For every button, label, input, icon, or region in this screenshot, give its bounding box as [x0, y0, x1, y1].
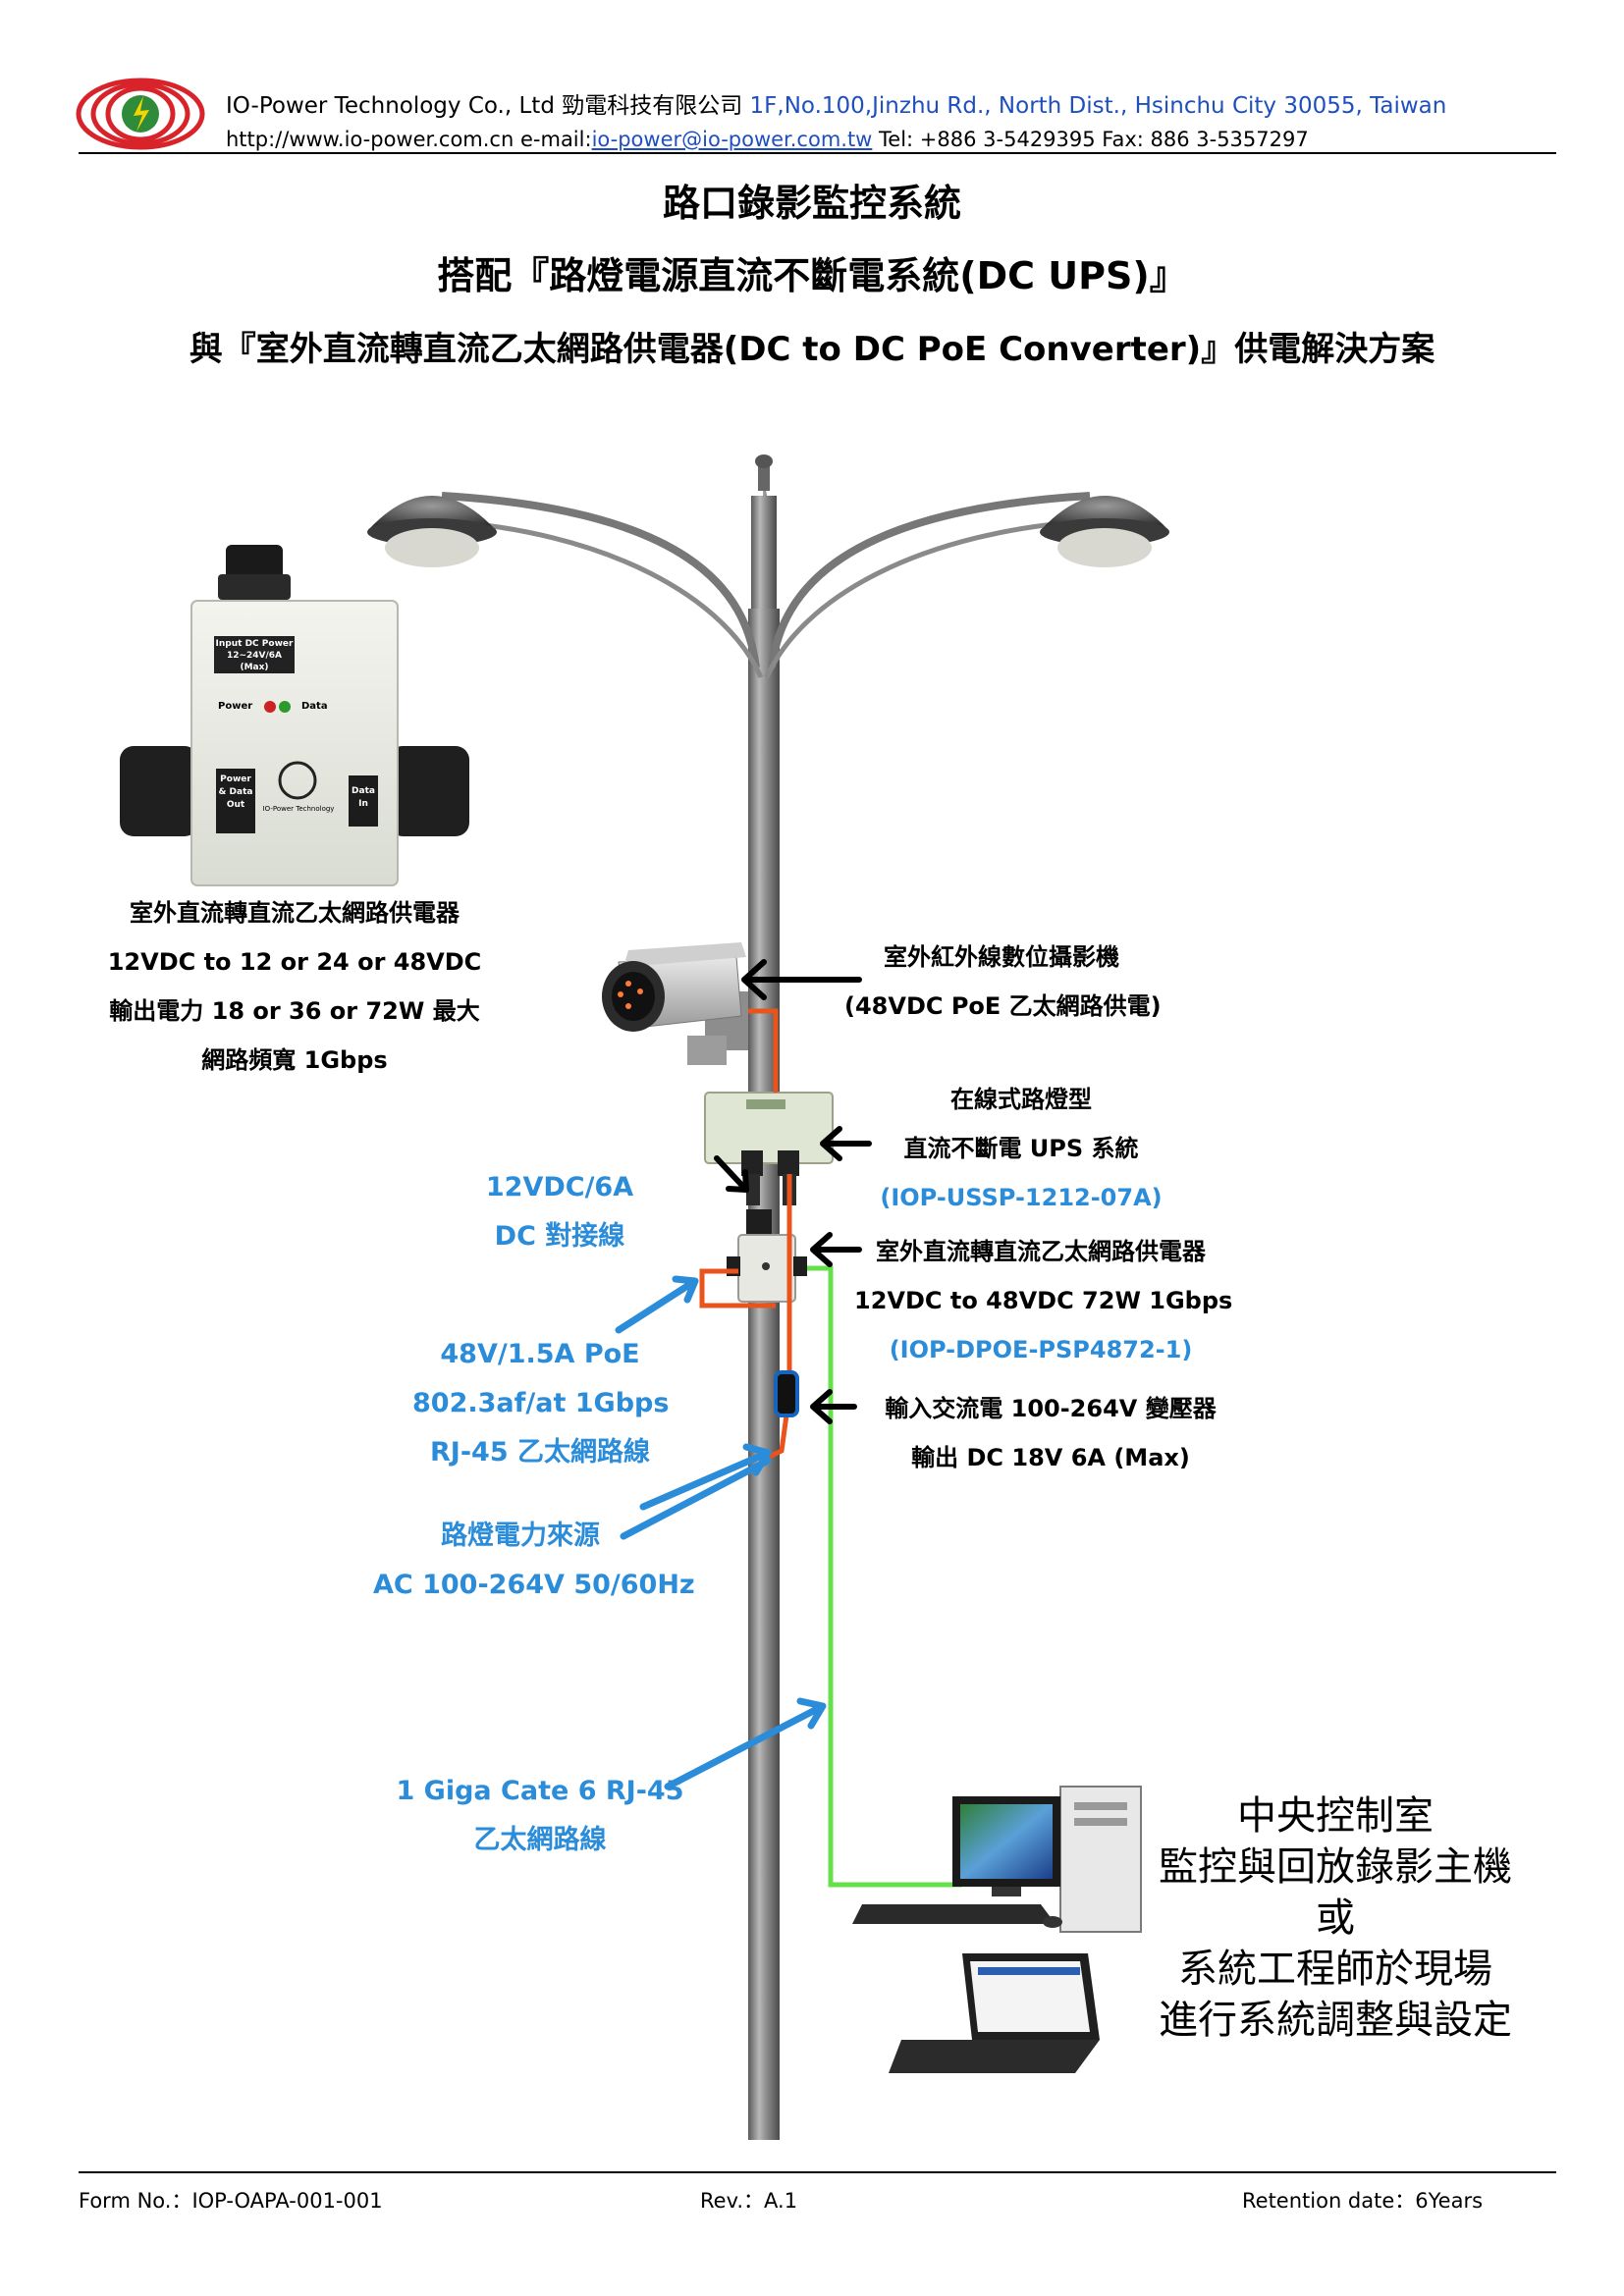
- box-power-led-label: Power: [218, 701, 253, 712]
- contact-line: http://www.io-power.com.cn e-mail:io-pow…: [226, 128, 1309, 151]
- adapter-label: 輸入交流電 100-264V 變壓器 輸出 DC 18V 6A (Max): [864, 1384, 1237, 1482]
- control-room-label: 中央控制室 監控與回放錄影主機 或 系統工程師於現場 進行系統調整與設定: [1139, 1790, 1532, 2046]
- box-input-spec: 12~24V/6A (Max): [226, 651, 283, 672]
- camera-label-line: (48VDC PoE 乙太網路供電): [844, 992, 1162, 1020]
- camera-label: 室外紅外線數位攝影機 (48VDC PoE 乙太網路供電): [844, 933, 1162, 1031]
- box-port-left-label: Power & Data Out: [218, 774, 253, 810]
- product-caption-line: 室外直流轉直流乙太網路供電器: [130, 899, 460, 927]
- ups-model: (IOP-USSP-1212-07A): [880, 1184, 1163, 1211]
- control-room-line: 進行系統調整與設定: [1159, 1998, 1512, 2043]
- email-label: e-mail:: [519, 128, 592, 151]
- street-lamp-left: [367, 496, 497, 567]
- dc-cable-label: 12VDC/6A DC 對接線: [452, 1163, 668, 1261]
- control-room-line: 或: [1316, 1896, 1355, 1941]
- poe-converter-enclosure: [120, 545, 469, 886]
- poe-label: 室外直流轉直流乙太網路供電器 12VDC to 48VDC 72W 1Gbps …: [854, 1227, 1233, 1374]
- poe-cable-label-line: 802.3af/at 1Gbps: [412, 1388, 670, 1418]
- ethernet-cable: [807, 1265, 962, 1888]
- power-source-label-line: AC 100-264V 50/60Hz: [373, 1570, 695, 1600]
- page-title: 路口錄影監控系統: [662, 182, 961, 225]
- ups-label-line: 在線式路燈型: [950, 1086, 1092, 1113]
- product-caption: 室外直流轉直流乙太網路供電器 12VDC to 12 or 24 or 48VD…: [79, 888, 511, 1085]
- poe-cable: [699, 1008, 792, 1464]
- email-link[interactable]: io-power@io-power.com.tw: [591, 128, 873, 151]
- ups-label: 在線式路燈型 直流不斷電 UPS 系統 (IOP-USSP-1212-07A): [864, 1075, 1178, 1222]
- poe-cable-label: 48V/1.5A PoE 802.3af/at 1Gbps RJ-45 乙太網路…: [412, 1330, 670, 1477]
- footer-revision: Rev.：A.1: [700, 2189, 798, 2213]
- poe-cable-label-line: 48V/1.5A PoE: [440, 1339, 640, 1369]
- adapter-label-line: 輸入交流電 100-264V 變壓器: [885, 1395, 1217, 1422]
- company-name-zh: 勁電科技有限公司: [562, 93, 743, 119]
- giga-cable-label: 1 Giga Cate 6 RJ-45 乙太網路線: [393, 1767, 687, 1865]
- product-caption-line: 12VDC to 12 or 24 or 48VDC: [107, 948, 482, 976]
- pole-poe-converter: [727, 1209, 807, 1303]
- footer-form-no: Form No.：IOP-OAPA-001-001: [79, 2189, 383, 2213]
- power-source-label: 路燈電力來源 AC 100-264V 50/60Hz: [373, 1512, 695, 1610]
- poe-label-line: 12VDC to 48VDC 72W 1Gbps: [854, 1287, 1233, 1314]
- blue-arrows: [615, 1275, 827, 1790]
- control-room-line: 系統工程師於現場: [1178, 1947, 1492, 1992]
- camera-label-line: 室外紅外線數位攝影機: [884, 943, 1119, 971]
- black-arrows: [714, 959, 872, 1424]
- power-source-label-line: 路燈電力來源: [441, 1521, 600, 1551]
- control-room-line: 監控與回放錄影主機: [1159, 1844, 1512, 1890]
- phone-fax: Tel: +886 3-5429395 Fax: 886 3-5357297: [879, 128, 1309, 151]
- poe-label-line: 室外直流轉直流乙太網路供電器: [876, 1238, 1206, 1265]
- product-caption-line: 網路頻寬 1Gbps: [201, 1046, 388, 1074]
- giga-cable-label-line: 1 Giga Cate 6 RJ-45: [396, 1776, 684, 1806]
- ac-adapter: [774, 1370, 799, 1417]
- page-subtitle-1: 搭配『路燈電源直流不斷電系統(DC UPS)』: [437, 254, 1187, 297]
- laptop-computer: [889, 1953, 1100, 2073]
- dc-cable-label-line: 12VDC/6A: [485, 1172, 634, 1202]
- box-input-title: Input DC Power: [215, 639, 294, 649]
- control-room-line: 中央控制室: [1237, 1793, 1434, 1839]
- poe-model: (IOP-DPOE-PSP4872-1): [889, 1336, 1193, 1363]
- ups-label-line: 直流不斷電 UPS 系統: [903, 1135, 1139, 1162]
- company-name-en: IO-Power Technology Co., Ltd: [226, 93, 555, 119]
- ir-camera: [602, 942, 748, 1065]
- desktop-computer: [852, 1786, 1142, 1933]
- company-header: IO-Power Technology Co., Ltd 勁電科技有限公司 1F…: [226, 86, 1446, 120]
- product-caption-line: 輸出電力 18 or 36 or 72W 最大: [109, 997, 480, 1025]
- box-port-right-label: Data In: [352, 786, 375, 809]
- company-logo: [76, 78, 205, 150]
- website-link[interactable]: http://www.io-power.com.cn: [226, 128, 514, 151]
- giga-cable-label-line: 乙太網路線: [473, 1825, 607, 1855]
- street-lamp-right: [1040, 496, 1169, 567]
- page-subtitle-2: 與『室外直流轉直流乙太網路供電器(DC to DC PoE Converter)…: [189, 330, 1435, 369]
- box-brand-label: IO-Power Technology: [262, 805, 335, 813]
- footer-retention: Retention date：6Years: [1242, 2189, 1484, 2213]
- box-input-label: Input DC Power 12~24V/6A (Max): [214, 638, 295, 673]
- dc-cable-label-line: DC 對接線: [494, 1221, 625, 1252]
- box-data-led-label: Data: [301, 701, 328, 712]
- poe-cable-label-line: RJ-45 乙太網路線: [429, 1437, 650, 1468]
- adapter-label-line: 輸出 DC 18V 6A (Max): [911, 1444, 1190, 1471]
- company-address: 1F,No.100,Jinzhu Rd., North Dist., Hsinc…: [749, 93, 1447, 119]
